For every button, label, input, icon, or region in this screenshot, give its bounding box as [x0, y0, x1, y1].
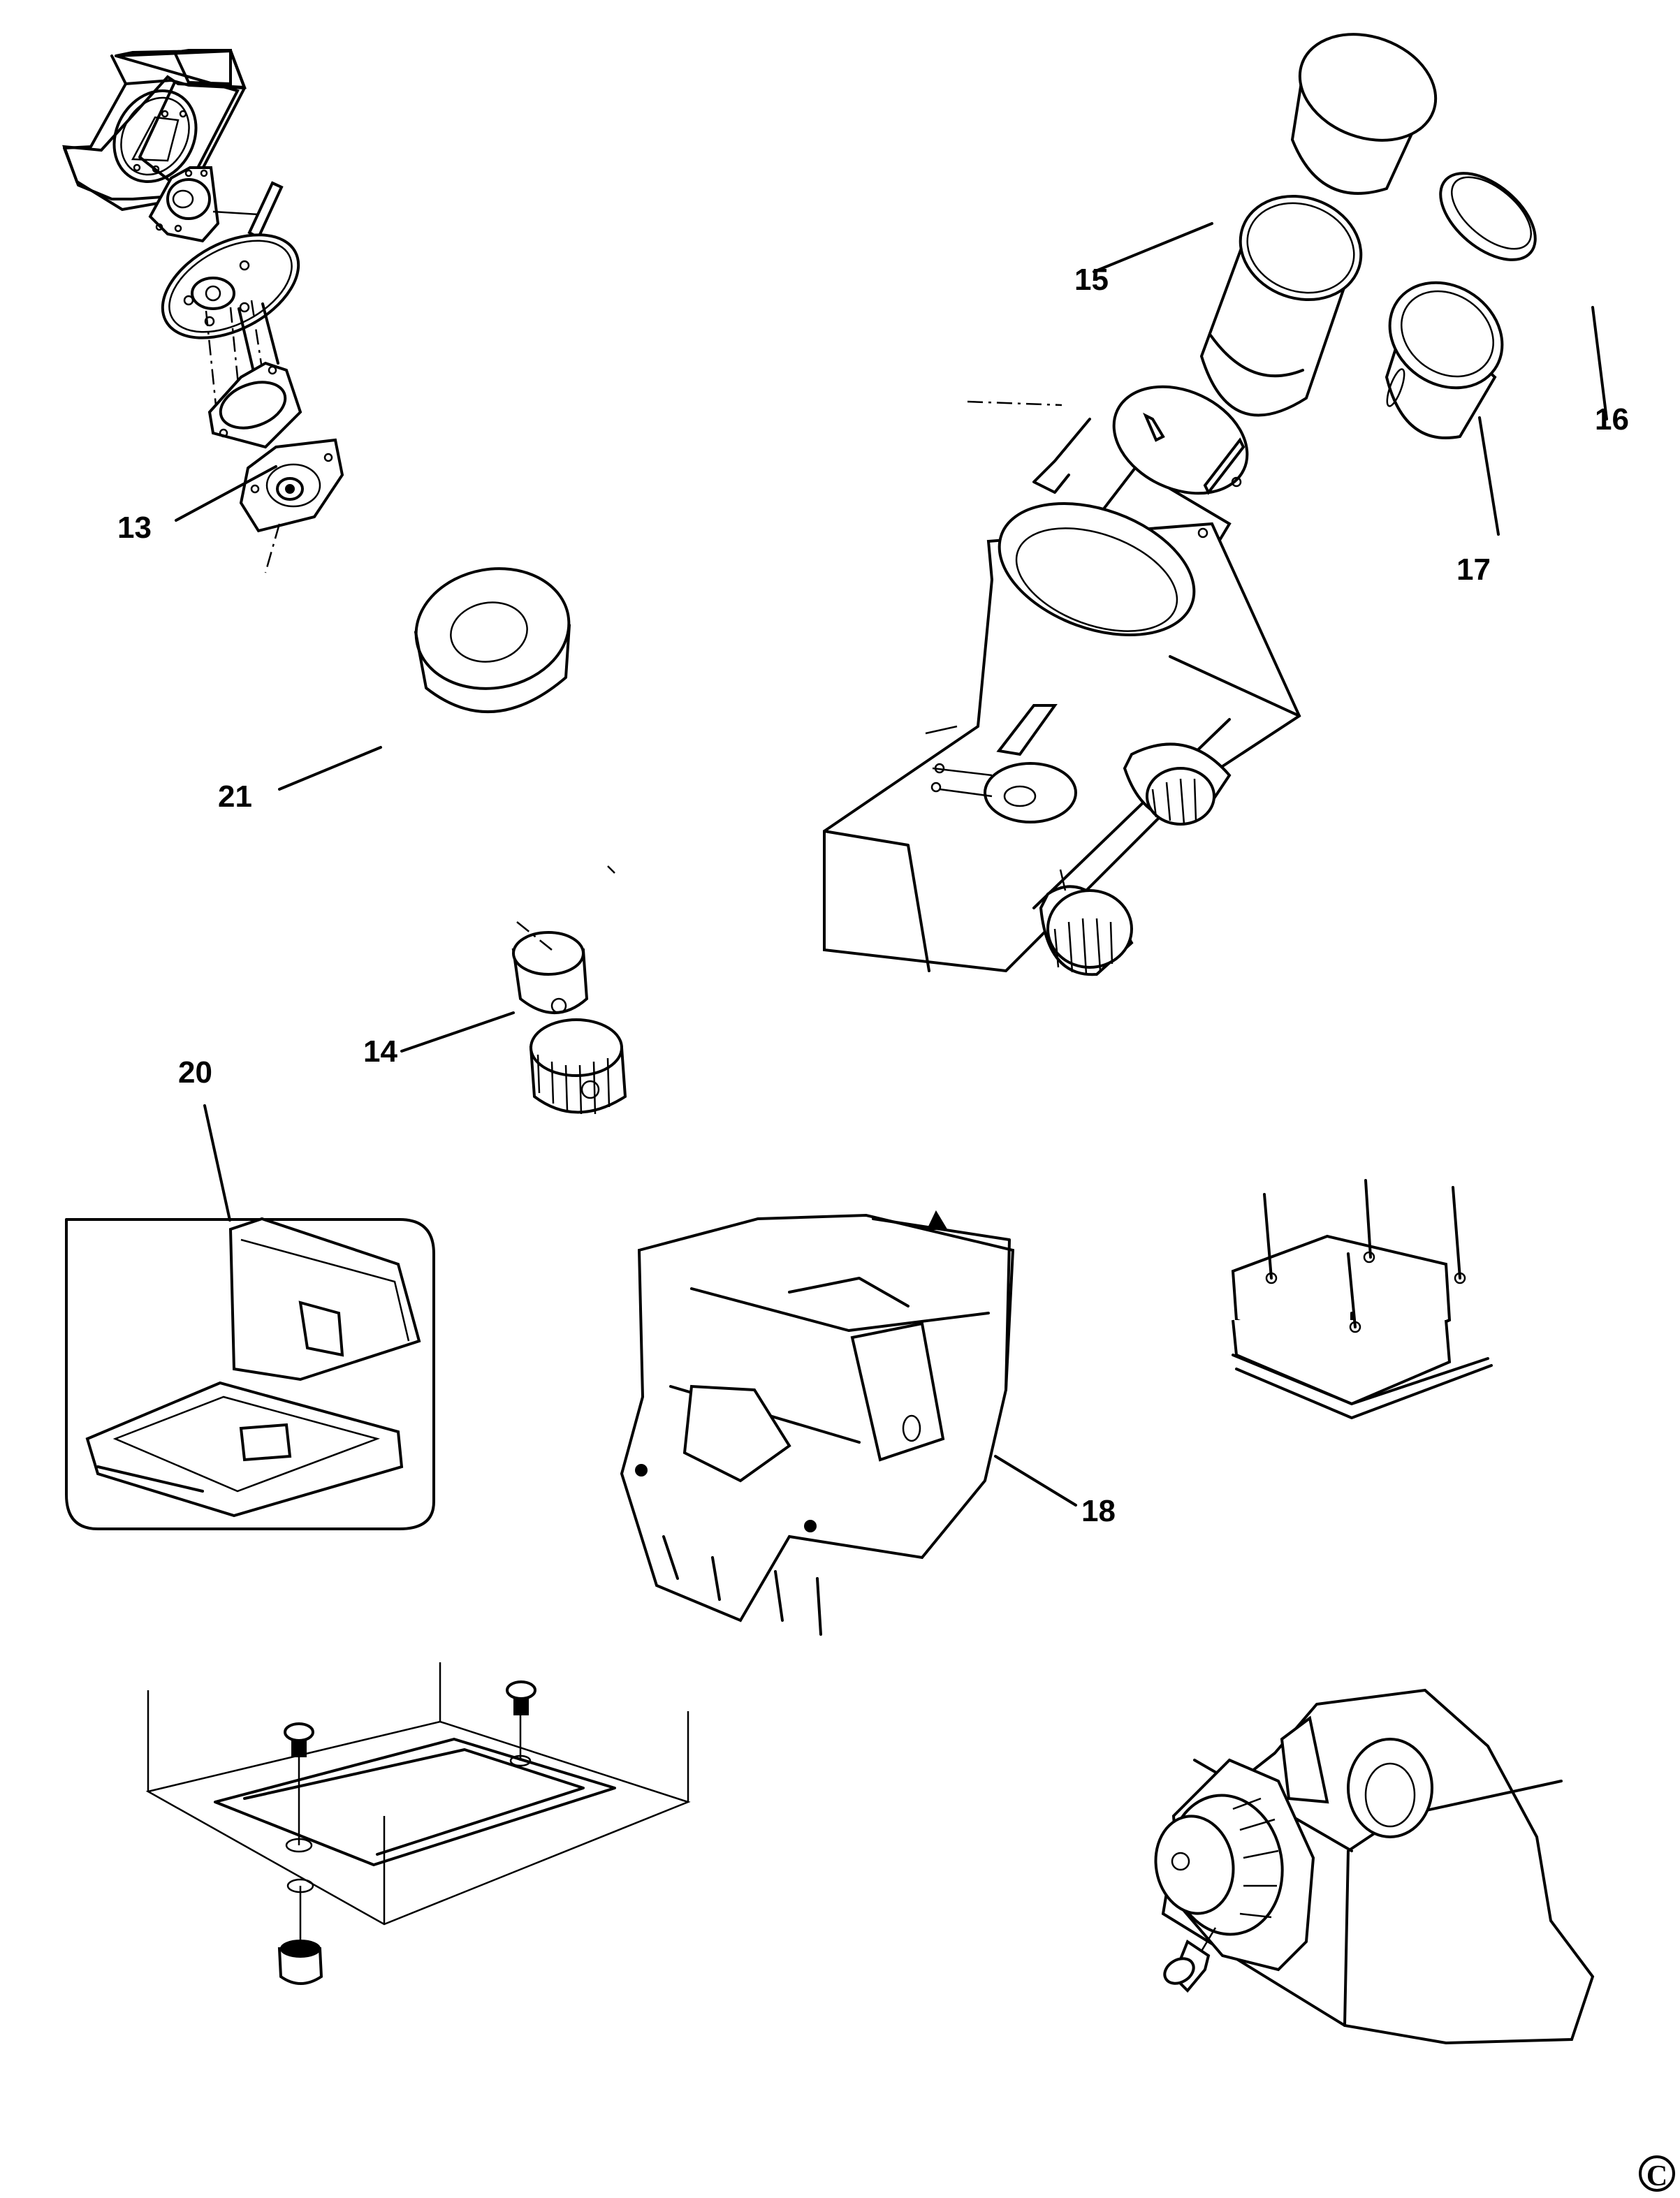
leader-line-16: [1591, 306, 1608, 420]
cover-plate-assembly: [1231, 1179, 1493, 1419]
mount-plate-upper: [148, 166, 220, 243]
telescope-body-block: [62, 48, 247, 212]
callout-18: 18: [1081, 1494, 1116, 1528]
leader-line-17: [1478, 416, 1500, 536]
leader-lines: [175, 222, 1608, 1507]
adjustment-ring: [414, 567, 571, 714]
eyepiece-housing: [823, 385, 1301, 976]
svg-text:C: C: [1646, 2160, 1667, 2192]
base-plate-assembly: [145, 1662, 691, 1985]
leader-line-15: [1093, 222, 1213, 273]
eyepiece-cap-17: [1385, 281, 1504, 439]
level-body-assembly: [1154, 1688, 1595, 2045]
eyepiece-cap-top: [1290, 33, 1438, 195]
eyepiece-ring-16: [1439, 172, 1537, 261]
callout-17: 17: [1456, 552, 1491, 587]
callout-13: 13: [117, 511, 152, 545]
gasket-ring: [207, 361, 302, 449]
main-frame-18: [620, 1210, 1015, 1636]
callout-15: 15: [1074, 263, 1109, 297]
bracket-plate: [1143, 412, 1246, 538]
bearing-plate-13: [161, 233, 300, 413]
copyright-icon: C: [1639, 2155, 1675, 2192]
leader-line-20: [203, 1104, 231, 1222]
leader-line-18: [994, 1455, 1077, 1507]
callout-21: 21: [218, 779, 252, 814]
focus-knob-14: [511, 865, 627, 1115]
callout-14: 14: [363, 1034, 397, 1069]
callout-16: 16: [1595, 402, 1629, 437]
small-spacer-plate: [212, 181, 284, 240]
carry-case-20: [65, 1217, 435, 1530]
mount-flange-21: [239, 438, 344, 573]
callout-20: 20: [178, 1055, 212, 1090]
leader-line-13: [175, 465, 277, 522]
eyepiece-tube-15: [1199, 194, 1363, 417]
leader-line-21: [278, 746, 382, 791]
leader-line-14: [400, 1011, 515, 1053]
